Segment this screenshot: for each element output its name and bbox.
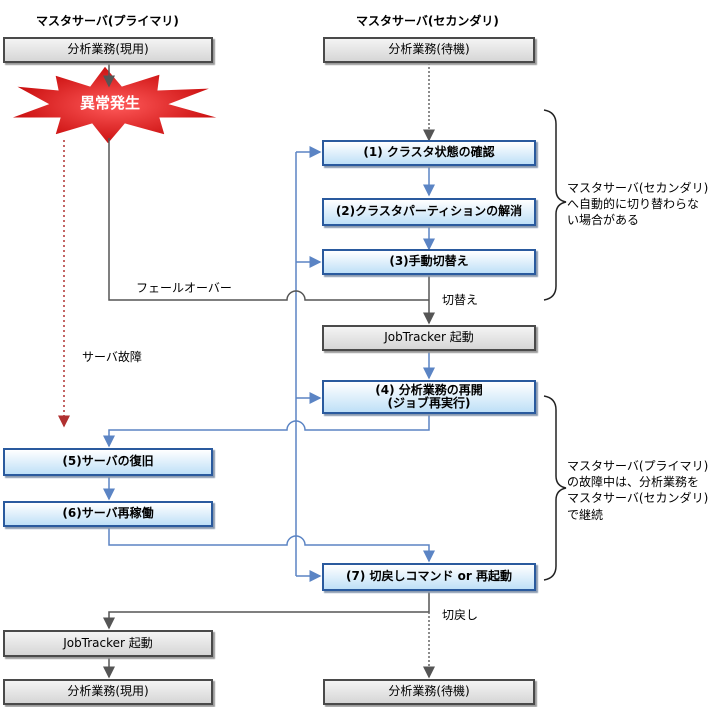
step7-box: (7) 切戻しコマンド or 再起動: [322, 563, 536, 591]
failure-star: [9, 65, 221, 145]
note-continue: マスタサーバ(プライマリ) の故障中は、分析業務を マスタサーバ(セカンダリ) …: [567, 458, 708, 523]
primary-server-header: マスタサーバ(プライマリ): [36, 14, 179, 28]
arrow-step6-to-step7: [108, 527, 435, 563]
jobtracker-primary-box: JobTracker 起動: [3, 630, 213, 657]
note-continue-line: の故障中は、分析業務を: [567, 475, 700, 490]
step4-line1: (4) 分析業務の再開: [375, 382, 483, 397]
secondary-standby-bottom: 分析業務(待機): [323, 679, 535, 705]
failure-event-label: 異常発生: [79, 94, 140, 112]
step4-box: (4) 分析業務の再開 (ジョブ再実行): [322, 380, 536, 414]
note-continue-line: マスタサーバ(セカンダリ): [567, 491, 709, 506]
note-continue-line: マスタサーバ(プライマリ): [567, 459, 709, 473]
note-continue-line: で継続: [567, 507, 604, 522]
step4-line2: (ジョブ再実行): [387, 396, 471, 410]
arrow-step4-to-step5: [103, 414, 430, 448]
switchback-label: 切戻し: [442, 608, 479, 622]
failover-label: フェールオーバー: [136, 281, 232, 295]
secondary-server-header: マスタサーバ(セカンダリ): [356, 14, 499, 28]
step3-box: (3)手動切替え: [322, 249, 536, 275]
note-manual-switch: マスタサーバ(セカンダリ) へ自動的に切り替わらな い場合がある: [567, 180, 708, 229]
primary-active-top: 分析業務(現用): [3, 37, 213, 63]
server-failure-label: サーバ故障: [82, 350, 142, 364]
step6-box: (6)サーバ再稼働: [3, 501, 213, 527]
bracket-continue: [543, 395, 567, 581]
note-manual-switch-line: へ自動的に切り替わらな: [567, 197, 700, 212]
failover-line: [108, 138, 429, 301]
step5-box: (5)サーバの復旧: [3, 448, 213, 476]
arrow-switchback-to-primary: [103, 591, 430, 630]
step2-box: (2)クラスタパーティションの解消: [322, 198, 536, 226]
jobtracker-secondary-box: JobTracker 起動: [322, 325, 536, 351]
switchover-label: 切替え: [442, 293, 479, 307]
step1-box: (1) クラスタ状態の確認: [322, 140, 536, 166]
note-manual-switch-line: マスタサーバ(セカンダリ): [567, 181, 709, 195]
primary-active-bottom: 分析業務(現用): [3, 679, 213, 705]
note-manual-switch-line: い場合がある: [567, 213, 640, 228]
secondary-standby-top: 分析業務(待機): [323, 37, 535, 63]
bracket-manual-switch: [543, 109, 567, 301]
